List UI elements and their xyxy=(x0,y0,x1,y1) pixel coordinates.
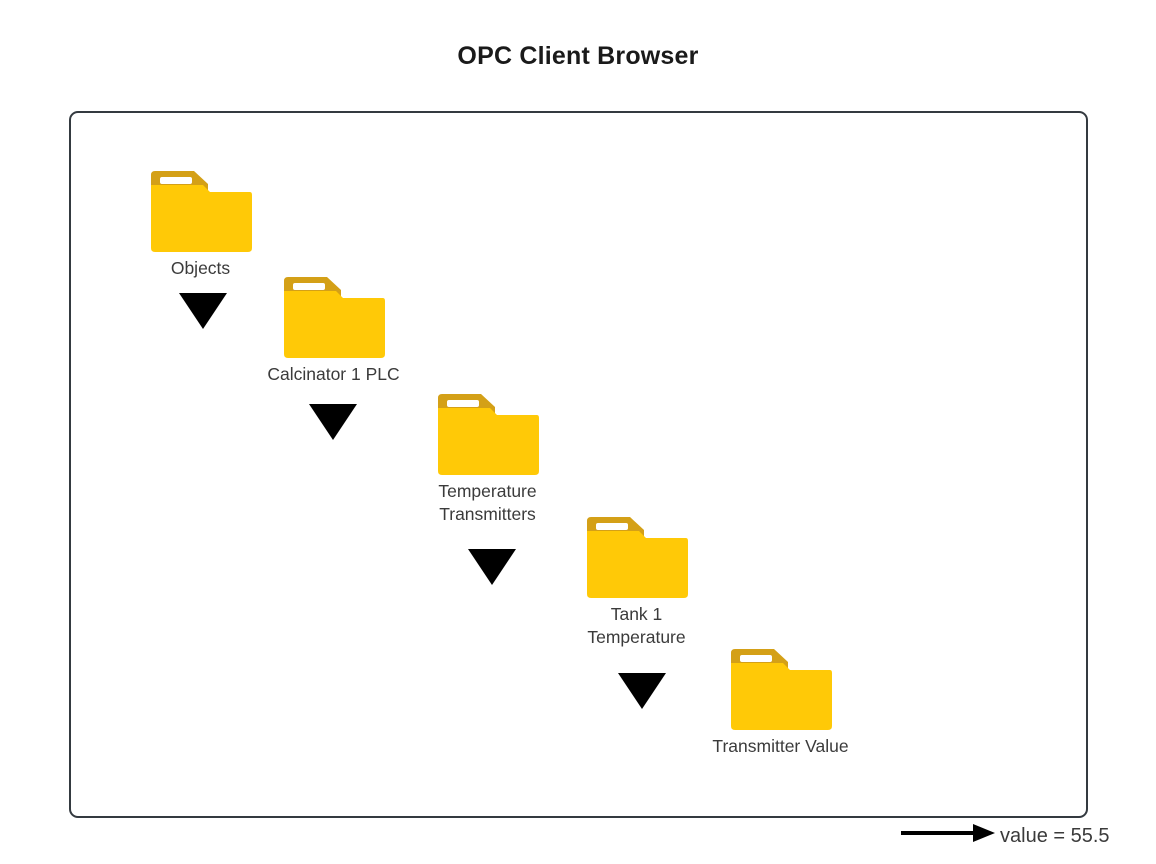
triangle-down-icon-tank1-to-transmitter-value xyxy=(618,673,666,709)
folder-icon xyxy=(435,392,540,477)
folder-icon xyxy=(728,647,833,732)
tree-node-label: Temperature Transmitters xyxy=(438,481,537,524)
folder-icon xyxy=(584,515,689,600)
page-title: OPC Client Browser xyxy=(457,42,699,70)
arrow-right-icon xyxy=(901,822,996,844)
folder-icon xyxy=(281,275,386,360)
tree-node-temperature-transmitters[interactable]: Temperature Transmitters xyxy=(435,392,540,524)
tree-node-label: Transmitter Value xyxy=(712,736,849,756)
triangle-down-icon-calcinator-to-temp-xmtrs xyxy=(309,404,357,440)
tree-node-label: Tank 1 Temperature xyxy=(587,604,686,647)
triangle-down-icon-temp-xmtrs-to-tank1 xyxy=(468,549,516,585)
browser-frame: Objects Calcinator 1 PLC xyxy=(69,111,1110,847)
value-readout: value = 55.5 xyxy=(1000,825,1110,847)
tree-node-objects[interactable]: Objects xyxy=(148,169,253,278)
tree-node-calcinator-1-plc[interactable]: Calcinator 1 PLC xyxy=(267,275,400,384)
tree-node-tank-1-temperature[interactable]: Tank 1 Temperature xyxy=(584,515,689,647)
triangle-down-icon-objects-to-calcinator xyxy=(179,293,227,329)
folder-icon xyxy=(148,169,253,254)
tree-node-label: Objects xyxy=(170,258,231,278)
tree-node-transmitter-value[interactable]: Transmitter Value xyxy=(712,647,849,756)
tree-node-label: Calcinator 1 PLC xyxy=(267,364,400,384)
